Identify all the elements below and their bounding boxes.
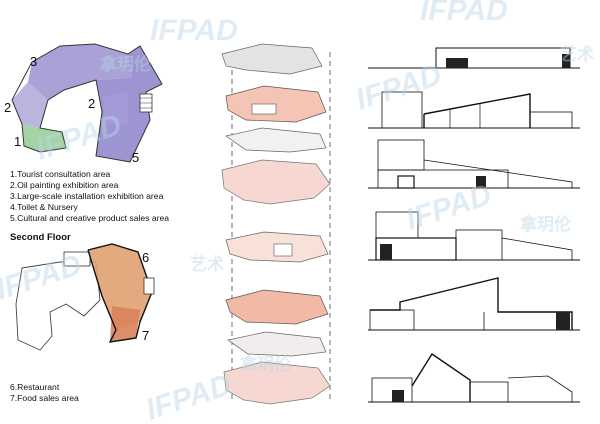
- watermark-badge: 艺术: [560, 44, 594, 65]
- legend-item-2: 2.Oil painting exhibition area: [10, 180, 119, 190]
- first-floor-plan: 3 2 1 2 5: [4, 43, 163, 165]
- label-number-6: 6: [142, 250, 149, 265]
- kitchen-block: [63, 251, 91, 267]
- axo-structure-level: [225, 127, 327, 153]
- axo-interior-block: [251, 103, 277, 115]
- legend-item-7: 7.Food sales area: [10, 393, 79, 403]
- label-number-2-west: 2: [4, 100, 11, 115]
- zone-3-installation-area: [28, 44, 132, 100]
- zone-5-sales-area: [96, 46, 162, 162]
- section-5: [368, 277, 580, 331]
- axo-level-middle: [225, 289, 329, 325]
- axo-level-base: [223, 361, 331, 405]
- label-number-1: 1: [14, 134, 21, 149]
- legend-item-5: 5.Cultural and creative product sales ar…: [10, 213, 169, 223]
- legend-item-4: 4.Toilet & Nursery: [10, 202, 79, 212]
- axo-roof-slab: [221, 43, 323, 75]
- label-number-2-east: 2: [88, 96, 95, 111]
- zone-7-food-sales: [110, 306, 140, 342]
- label-number-7: 7: [142, 328, 149, 343]
- label-number-5: 5: [132, 150, 139, 165]
- watermark-chinese: 拿玥伦: [99, 54, 152, 75]
- zone-2-east-exhibition: [104, 92, 128, 126]
- watermark-latin: IFPAD: [142, 368, 236, 424]
- second-floor-legend: 6.Restaurant 7.Food sales area: [10, 382, 79, 403]
- section-elevations: [368, 47, 580, 403]
- watermark-latin: IFPAD: [402, 178, 496, 237]
- watermark-latin: IFPAD: [150, 14, 238, 47]
- axo-interior-block-lower: [273, 243, 293, 257]
- second-floor-heading: Second Floor: [10, 232, 71, 243]
- watermark-latin: IFPAD: [352, 58, 446, 117]
- section-1: [368, 47, 580, 69]
- exploded-axonometric: [221, 43, 331, 405]
- watermark-chinese: 拿玥伦: [239, 354, 292, 375]
- watermark-badge: 艺术: [190, 254, 224, 275]
- zone-2-west-exhibition: [12, 82, 48, 128]
- watermark-latin: IFPAD: [420, 0, 508, 27]
- watermark-chinese: 拿玥伦: [519, 214, 572, 235]
- first-floor-legend: 1.Tourist consultation area 2.Oil painti…: [10, 169, 169, 223]
- axo-level-ground: [221, 159, 331, 205]
- label-number-3: 3: [30, 54, 37, 69]
- section-6: [368, 353, 580, 403]
- second-floor-plan: 6 7: [15, 243, 155, 351]
- section-4: [368, 211, 580, 261]
- legend-item-3: 3.Large-scale installation exhibition ar…: [10, 191, 164, 201]
- legend-item-6: 6.Restaurant: [10, 382, 60, 392]
- section-2: [368, 91, 580, 129]
- plan-outline: [11, 43, 163, 163]
- upper-floor-outline: [87, 243, 153, 343]
- zone-6-restaurant: [88, 244, 152, 330]
- legend-item-1: 1.Tourist consultation area: [10, 169, 111, 179]
- stair-block-upper: [143, 277, 155, 295]
- axo-structure-lower: [227, 331, 327, 357]
- section-3: [368, 139, 580, 189]
